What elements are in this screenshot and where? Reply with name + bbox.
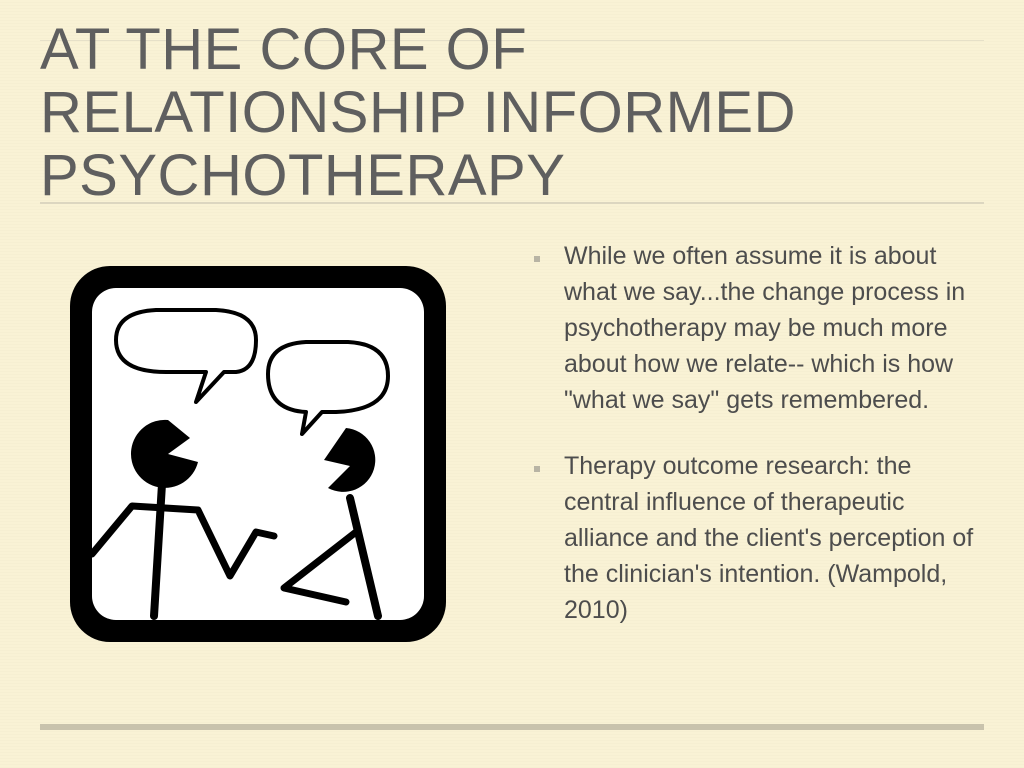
person-right-icon	[280, 428, 382, 620]
two-people-talking-icon	[66, 262, 450, 646]
bullet-marker	[534, 466, 540, 472]
title-divider	[40, 202, 984, 204]
top-divider	[40, 40, 984, 41]
person-left-icon	[88, 419, 278, 620]
bottom-divider	[40, 724, 984, 730]
bullet-list: While we often assume it is about what w…	[534, 238, 986, 658]
bullet-item: While we often assume it is about what w…	[534, 238, 986, 418]
speech-bubble-left-icon	[114, 308, 258, 404]
bullet-marker	[534, 256, 540, 262]
bullet-text: While we often assume it is about what w…	[564, 242, 966, 414]
bullet-text: Therapy outcome research: the central in…	[564, 452, 974, 624]
title-line-1: AT THE CORE OF	[40, 17, 528, 82]
title-line-2: RELATIONSHIP INFORMED	[40, 80, 797, 145]
slide-title: AT THE CORE OF RELATIONSHIP INFORMED PSY…	[40, 18, 980, 207]
title-line-3: PSYCHOTHERAPY	[40, 143, 566, 208]
bullet-item: Therapy outcome research: the central in…	[534, 448, 986, 628]
speech-bubble-right-icon	[266, 340, 390, 436]
